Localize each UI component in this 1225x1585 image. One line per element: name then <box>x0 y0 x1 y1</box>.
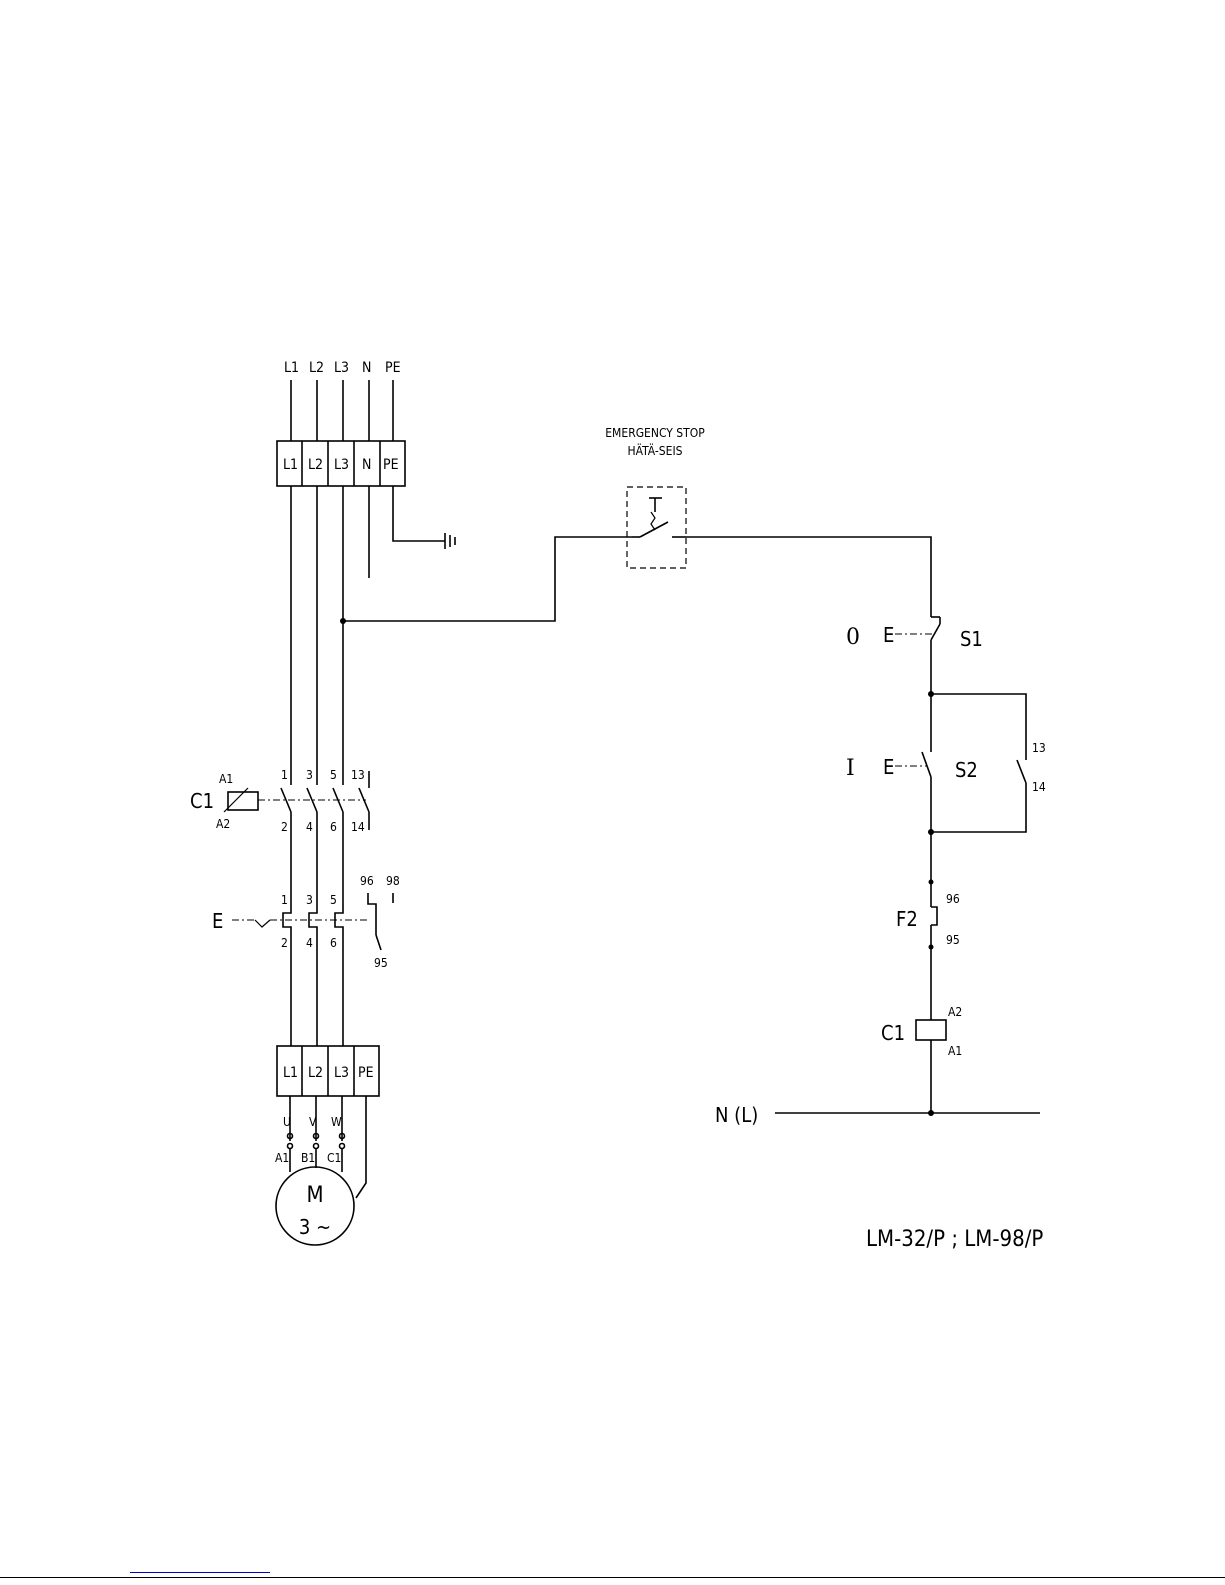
f2-contact: 96 F2 95 <box>896 832 960 1020</box>
motor-terminal-l2: L2 <box>308 1065 323 1081</box>
supply-wires <box>291 380 393 441</box>
winding-c1: C1 <box>327 1151 341 1165</box>
s1-switch <box>895 617 940 694</box>
c1-bottom-14: 14 <box>351 820 365 834</box>
supply-label-l2: L2 <box>309 360 324 376</box>
s1-symbol: 0 <box>846 625 860 650</box>
ol-top-1: 1 <box>281 893 288 907</box>
ol-top-5: 5 <box>330 893 337 907</box>
control-aux-bottom: 14 <box>1032 780 1046 794</box>
phase-u: U <box>283 1115 291 1129</box>
emergency-stop-title: EMERGENCY STOP <box>605 426 705 440</box>
s1-name: S1 <box>960 627 983 651</box>
motor-symbol: M 3 ~ <box>276 1167 354 1245</box>
model-label: LM-32/P ; LM-98/P <box>866 1227 1043 1252</box>
ol-aux-96: 96 <box>360 874 374 888</box>
terminal-l3: L3 <box>334 457 349 473</box>
c1-coil-a2: A2 <box>216 817 230 831</box>
motor-terminal-l1: L1 <box>283 1065 298 1081</box>
ground-symbol <box>393 486 455 549</box>
motor-phase: 3 ~ <box>299 1215 331 1239</box>
f2-top: 96 <box>946 892 960 906</box>
control-coil-bottom: A1 <box>948 1044 962 1058</box>
control-coil: A2 C1 A1 <box>881 1005 962 1113</box>
footer-link-underline <box>130 1572 270 1573</box>
motor-terminal-block: L1 L2 L3 PE <box>277 1046 379 1096</box>
ol-aux-98: 98 <box>386 874 400 888</box>
ol-bottom-6: 6 <box>330 936 337 950</box>
c1-bottom-2: 2 <box>281 820 288 834</box>
s2-switch <box>895 747 931 777</box>
s2-symbol: I <box>846 756 855 781</box>
input-terminal-block: L1 L2 L3 N PE <box>277 441 405 486</box>
control-coil-name: C1 <box>881 1021 905 1045</box>
s1-actuator: E <box>883 623 894 647</box>
f2-name: F2 <box>896 907 918 931</box>
c1-name: C1 <box>190 789 214 813</box>
terminal-l1: L1 <box>283 457 298 473</box>
supply-label-l3: L3 <box>334 360 349 376</box>
c1-bottom-6: 6 <box>330 820 337 834</box>
c1-bottom-4: 4 <box>306 820 313 834</box>
winding-a1: A1 <box>275 1151 289 1165</box>
motor-terminal-pe: PE <box>358 1065 374 1081</box>
c1-coil-a1: A1 <box>219 772 233 786</box>
ol-actuator: E <box>212 909 223 933</box>
s2-name: S2 <box>955 758 978 782</box>
c1-top-13: 13 <box>351 768 365 782</box>
overload-relay: 1 3 5 2 4 6 96 98 95 E <box>212 874 400 970</box>
c1-top-5: 5 <box>330 768 337 782</box>
control-tap-wire <box>340 537 632 624</box>
motor-letter: M <box>306 1183 323 1208</box>
phase-wires-lower <box>291 935 343 1046</box>
winding-b1: B1 <box>301 1151 315 1165</box>
ol-bottom-4: 4 <box>306 936 313 950</box>
ol-top-3: 3 <box>306 893 313 907</box>
control-aux-top: 13 <box>1032 741 1046 755</box>
s2-labels: I E S2 <box>846 755 978 782</box>
phase-v: V <box>309 1115 317 1129</box>
ol-bottom-2: 2 <box>281 936 288 950</box>
supply-label-l1: L1 <box>284 360 299 376</box>
emergency-stop-label: EMERGENCY STOP HÄTÄ-SEIS <box>605 426 705 458</box>
terminal-pe: PE <box>383 457 399 473</box>
phase-w: W <box>331 1115 342 1129</box>
control-coil-top: A2 <box>948 1005 962 1019</box>
s1-labels: 0 E S1 <box>846 623 983 651</box>
emergency-stop-subtitle: HÄTÄ-SEIS <box>628 443 683 458</box>
neutral-bus: N (L) <box>715 1103 1040 1127</box>
c1-top-3: 3 <box>306 768 313 782</box>
ol-aux-95: 95 <box>374 956 388 970</box>
f2-bottom: 95 <box>946 933 960 947</box>
contactor-c1: 1 3 5 13 2 4 6 14 A1 A2 C1 <box>190 768 369 834</box>
footer-rule <box>0 1577 1225 1578</box>
supply-label-pe: PE <box>385 360 401 376</box>
phase-wires-upper <box>291 486 343 785</box>
terminal-l2: L2 <box>308 457 323 473</box>
control-aux-contact: 13 14 <box>1017 741 1046 794</box>
emergency-stop-switch <box>627 487 686 568</box>
motor-terminal-l3: L3 <box>334 1065 349 1081</box>
estop-to-s1-wire <box>686 537 931 617</box>
s2-actuator: E <box>883 755 894 779</box>
c1-top-1: 1 <box>281 768 288 782</box>
supply-label-n: N <box>362 360 371 376</box>
terminal-n: N <box>362 457 371 473</box>
neutral-label: N (L) <box>715 1103 758 1127</box>
supply-labels: L1 L2 L3 N PE <box>284 360 401 376</box>
